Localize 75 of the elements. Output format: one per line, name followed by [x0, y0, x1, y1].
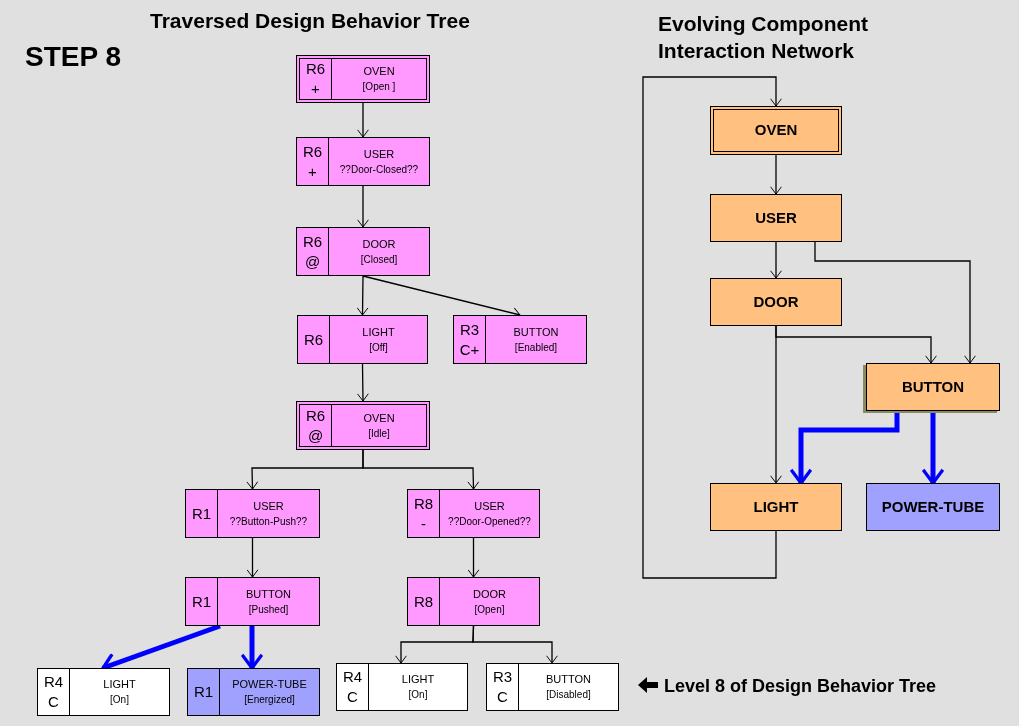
behavior-state: [Off] [369, 340, 388, 355]
requirement-tag: R6 @ [301, 405, 330, 446]
requirement-tag: R1 [187, 503, 216, 524]
component-box [710, 194, 842, 242]
component-name: LIGHT [753, 496, 799, 517]
behavior-state: [Idle] [368, 426, 390, 441]
behavior-node [296, 55, 430, 103]
requirement-tag: R8 - [409, 493, 438, 534]
behavior-state: [Disabled] [546, 688, 591, 702]
requirement-tag: R6 [299, 329, 328, 350]
component-name: USER [253, 498, 284, 514]
component-name: USER [363, 146, 395, 162]
behavior-node [453, 315, 587, 364]
component-name: LIGHT [362, 324, 395, 340]
component-name: LIGHT [103, 677, 136, 692]
requirement-tag: R6 + [301, 59, 330, 99]
component-name: DOOR [753, 291, 799, 312]
component-box [866, 483, 1000, 531]
component-name: BUTTON [901, 376, 965, 397]
requirement-tag: R3 C [488, 667, 517, 707]
component-box [710, 483, 842, 531]
behavior-state: [Enabled] [514, 340, 558, 355]
requirement-tag: R4 C [39, 672, 68, 712]
requirement-tag: R4 C [338, 667, 367, 707]
highlighted-arrow [921, 411, 945, 485]
component-name: BUTTON [546, 672, 591, 687]
behavior-state: ??Button-Push?? [229, 514, 308, 529]
component-name: POWER-TUBE [232, 677, 307, 692]
component-name: OVEN [363, 410, 395, 426]
component-name: BUTTON [246, 586, 291, 602]
component-name: OVEN [754, 120, 798, 141]
section-heading: Evolving Component Interaction Network [658, 11, 869, 64]
behavior-state: [On] [110, 693, 129, 707]
behavior-node [296, 401, 430, 450]
component-name: USER [474, 498, 505, 514]
requirement-tag: R6 @ [298, 231, 327, 272]
requirement-tag: R1 [187, 591, 216, 612]
behavior-node [296, 227, 430, 276]
behavior-state: ??Door-Closed?? [339, 162, 419, 177]
requirement-tag: R1 [189, 682, 218, 702]
behavior-state: [Energized] [244, 693, 295, 707]
component-box [710, 278, 842, 326]
behavior-state: [Pushed] [248, 602, 289, 617]
component-name: LIGHT [401, 672, 435, 687]
behavior-state: [Open] [474, 602, 505, 617]
component-name: USER [755, 207, 797, 228]
requirement-tag: R3 C+ [455, 319, 484, 360]
requirement-tag: R8 [409, 591, 438, 612]
behavior-node [407, 489, 540, 538]
behavior-node [185, 489, 320, 538]
highlighted-arrow [240, 626, 264, 670]
step-label: STEP 8 [25, 40, 121, 74]
component-name: DOOR [473, 586, 506, 602]
behavior-node [336, 663, 468, 711]
behavior-node [407, 577, 540, 626]
highlighted-arrow [789, 411, 900, 485]
component-box [710, 106, 842, 155]
behavior-state: [Open ] [362, 80, 396, 94]
section-heading: Traversed Design Behavior Tree [150, 8, 470, 34]
component-name: DOOR [362, 236, 396, 252]
behavior-state: [Closed] [360, 252, 398, 267]
level-note: Level 8 of Design Behavior Tree [664, 675, 937, 698]
component-name: OVEN [363, 64, 395, 79]
behavior-node [296, 137, 430, 186]
component-name: BUTTON [513, 324, 559, 340]
behavior-node [486, 663, 619, 711]
behavior-state: ??Door-Opened?? [448, 514, 531, 529]
requirement-tag: R6 + [298, 141, 327, 182]
behavior-node [37, 668, 170, 716]
behavior-state: [On] [408, 688, 428, 702]
behavior-node [297, 315, 428, 364]
component-name: POWER-TUBE [881, 496, 985, 517]
component-box [866, 363, 1000, 411]
behavior-node [185, 577, 320, 626]
behavior-node [187, 668, 320, 716]
